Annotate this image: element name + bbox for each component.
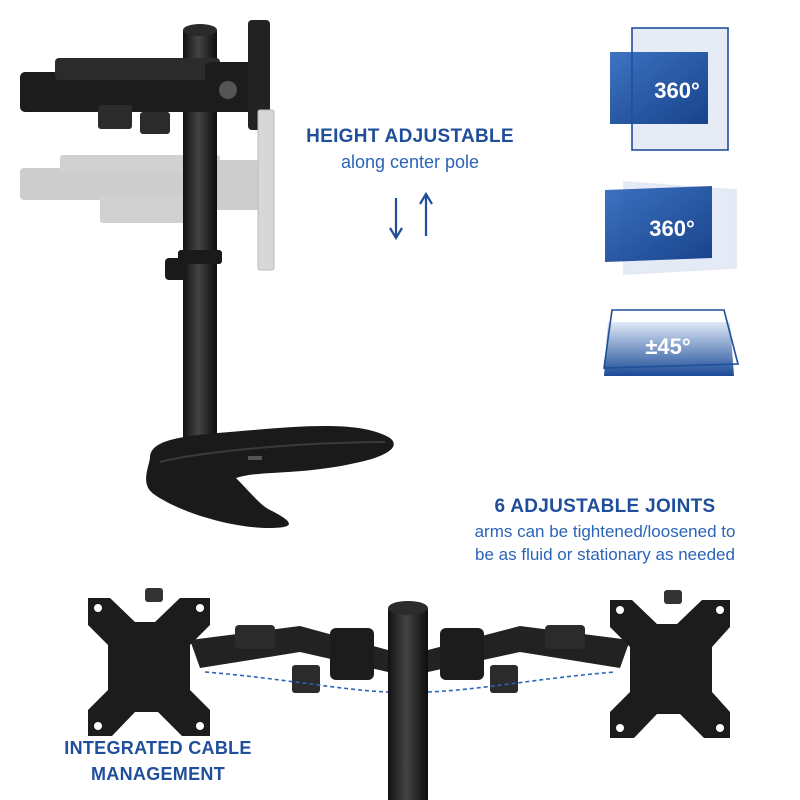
stand-base [146, 426, 394, 528]
rotation-360-icon: 360° [610, 27, 729, 151]
ghost-arm [20, 155, 260, 223]
top-arm [20, 20, 275, 271]
joints-title: 6 ADJUSTABLE JOINTS [494, 496, 716, 517]
cable-management-title-line2: MANAGEMENT [91, 764, 225, 784]
height-adjustable-title: HEIGHT ADJUSTABLE [306, 126, 514, 147]
cable-management-title-line1: INTEGRATED CABLE [64, 738, 252, 758]
tilt-45-icon: ±45° [603, 309, 740, 376]
swivel-360-icon: 360° [605, 181, 737, 275]
height-arrows-icon [389, 191, 433, 241]
height-adjustable-subtitle: along center pole [340, 152, 480, 172]
tilt-angle-label: ±45° [645, 334, 690, 359]
joints-description-line1: arms can be tightened/loosened to [474, 522, 736, 541]
swivel-angle-label: 360° [649, 216, 695, 241]
joints-description-line2: be as fluid or stationary as needed [475, 545, 735, 564]
dual-arm-closeup [88, 588, 730, 800]
rotate-angle-label: 360° [654, 78, 700, 103]
